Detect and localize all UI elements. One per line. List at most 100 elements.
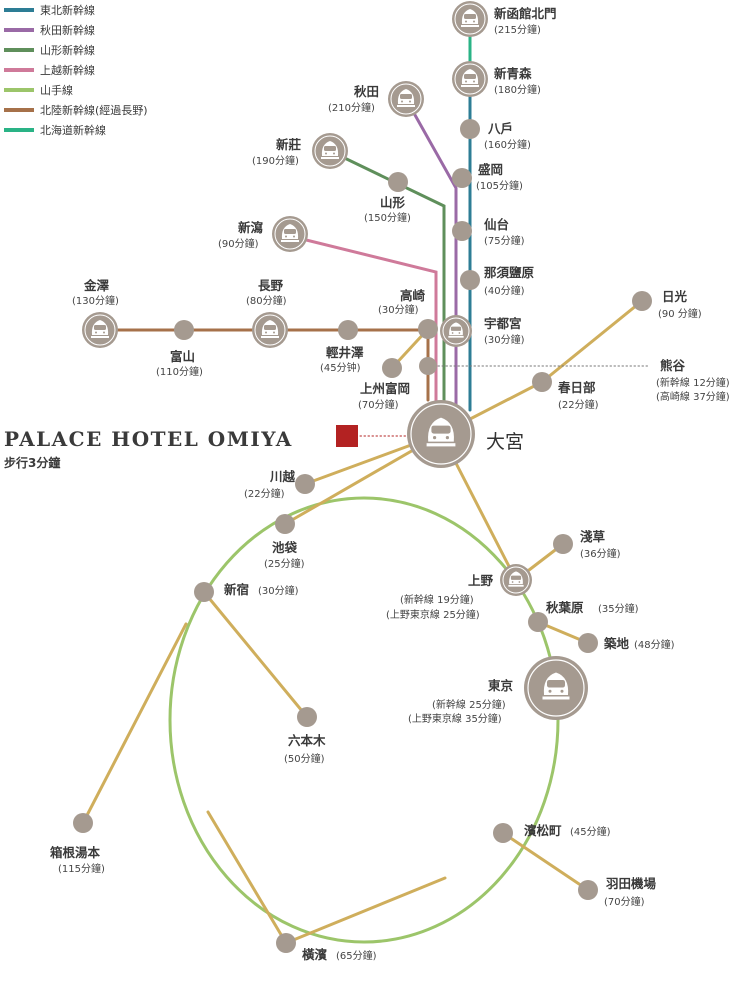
svg-text:(30分鐘): (30分鐘) <box>378 303 419 316</box>
svg-text:(90分鐘): (90分鐘) <box>218 237 259 250</box>
hub-name: 大宮 <box>486 431 524 453</box>
svg-text:(45分钟): (45分钟) <box>320 361 361 374</box>
svg-text:山形: 山形 <box>380 195 406 210</box>
legend-item-yamanote: 山手線 <box>4 83 73 97</box>
svg-text:熊谷: 熊谷 <box>660 358 686 373</box>
svg-text:(45分鐘): (45分鐘) <box>570 825 611 838</box>
svg-text:新函館北門: 新函館北門 <box>494 6 557 21</box>
svg-text:(新幹線 25分鐘): (新幹線 25分鐘) <box>432 698 506 711</box>
svg-text:(105分鐘): (105分鐘) <box>476 179 523 192</box>
station-roppongi[interactable]: 六本木 (50分鐘) <box>284 707 326 765</box>
svg-text:(50分鐘): (50分鐘) <box>284 752 325 765</box>
svg-text:(110分鐘): (110分鐘) <box>156 365 203 378</box>
svg-text:新青森: 新青森 <box>494 66 532 81</box>
legend-item-tohoku: 東北新幹線 <box>4 3 95 17</box>
svg-text:輕井澤: 輕井澤 <box>326 345 364 360</box>
svg-text:(215分鐘): (215分鐘) <box>494 23 541 36</box>
svg-text:(25分鐘): (25分鐘) <box>264 557 305 570</box>
legend-item-hokuriku: 北陸新幹線(經過長野) <box>4 103 148 117</box>
svg-text:(35分鐘): (35分鐘) <box>598 602 639 615</box>
svg-text:春日部: 春日部 <box>557 380 596 395</box>
svg-text:山手線: 山手線 <box>40 83 73 97</box>
station-yamagata[interactable]: 山形 (150分鐘) <box>364 172 411 224</box>
station-hakone[interactable]: 箱根湯本 (115分鐘) <box>50 813 105 875</box>
station-sendai[interactable]: 仙台 (75分鐘) <box>452 217 525 247</box>
svg-text:上州富岡: 上州富岡 <box>360 381 410 396</box>
svg-text:(30分鐘): (30分鐘) <box>484 333 525 346</box>
svg-text:(160分鐘): (160分鐘) <box>484 138 531 151</box>
legend-item-joetsu: 上越新幹線 <box>4 63 95 77</box>
svg-text:橫濱: 橫濱 <box>302 947 328 962</box>
svg-text:(48分鐘): (48分鐘) <box>634 638 675 651</box>
svg-text:(150分鐘): (150分鐘) <box>364 211 411 224</box>
station-takasaki[interactable]: 高崎 (30分鐘) <box>378 288 438 339</box>
station-morioka[interactable]: 盛岡 (105分鐘) <box>452 162 523 192</box>
station-shinhakodate[interactable]: 新函館北門 (215分鐘) <box>452 1 557 37</box>
yamanote-line <box>168 496 560 944</box>
station-yokohama[interactable]: 橫濱 (65分鐘) <box>276 933 377 962</box>
station-kawagoe[interactable]: 川越 (22分鐘) <box>244 469 315 500</box>
svg-text:川越: 川越 <box>269 469 296 484</box>
station-akita[interactable]: 秋田 (210分鐘) <box>328 81 424 117</box>
station-tomioka[interactable]: 上州富岡 (70分鐘) <box>358 358 410 411</box>
svg-text:(90 分鐘): (90 分鐘) <box>658 307 702 320</box>
svg-text:山形新幹線: 山形新幹線 <box>40 43 95 57</box>
svg-text:濱松町: 濱松町 <box>524 823 562 838</box>
svg-text:八戶: 八戶 <box>487 121 513 136</box>
station-niigata[interactable]: 新瀉 (90分鐘) <box>218 216 308 252</box>
svg-text:那須鹽原: 那須鹽原 <box>484 265 535 280</box>
connector-lines <box>81 299 644 945</box>
station-nasushiobara[interactable]: 那須鹽原 (40分鐘) <box>460 265 535 297</box>
station-tokyo[interactable]: 東京 (新幹線 25分鐘) (上野東京線 35分鐘) <box>408 656 588 725</box>
station-ueno[interactable]: 上野 (新幹線 19分鐘) (上野東京線 25分鐘) <box>386 564 532 621</box>
svg-text:(22分鐘): (22分鐘) <box>558 398 599 411</box>
svg-text:(75分鐘): (75分鐘) <box>484 234 525 247</box>
svg-text:秋田: 秋田 <box>354 84 379 99</box>
station-tsukiji[interactable]: 築地 (48分鐘) <box>578 633 675 653</box>
svg-text:(40分鐘): (40分鐘) <box>484 284 525 297</box>
station-shinaomori[interactable]: 新青森 (180分鐘) <box>452 61 541 97</box>
svg-text:新莊: 新莊 <box>276 137 302 152</box>
svg-text:(70分鐘): (70分鐘) <box>358 398 399 411</box>
svg-text:(新幹線 12分鐘): (新幹線 12分鐘) <box>656 376 730 389</box>
station-utsunomiya[interactable]: 宇都宮 (30分鐘) <box>440 315 525 347</box>
svg-text:上野: 上野 <box>468 573 494 588</box>
station-akihabara[interactable]: 秋葉原 (35分鐘) <box>528 600 639 632</box>
svg-text:新瀉: 新瀉 <box>238 220 264 235</box>
station-nagano[interactable]: 長野 (80分鐘) <box>246 278 288 348</box>
svg-text:(115分鐘): (115分鐘) <box>58 862 105 875</box>
station-hachinohe[interactable]: 八戶 (160分鐘) <box>460 119 531 151</box>
station-karuizawa[interactable]: 輕井澤 (45分钟) <box>320 320 364 374</box>
svg-text:上越新幹線: 上越新幹線 <box>40 63 95 77</box>
svg-text:(上野東京線 35分鐘): (上野東京線 35分鐘) <box>408 712 502 725</box>
station-shinjo[interactable]: 新莊 (190分鐘) <box>252 133 348 169</box>
hotel-marker[interactable] <box>336 425 358 447</box>
station-nikko[interactable]: 日光 (90 分鐘) <box>632 289 702 320</box>
station-kasukabe[interactable]: 春日部 (22分鐘) <box>532 372 599 411</box>
hotel-name: PALACE HOTEL OMIYA <box>4 427 293 451</box>
legend: 東北新幹線 秋田新幹線 山形新幹線 上越新幹線 山手線 北陸新幹線(經過長野) … <box>4 3 148 137</box>
station-hamamatsucho[interactable]: 濱松町 (45分鐘) <box>493 823 611 843</box>
station-kumagaya[interactable]: 熊谷 (新幹線 12分鐘) (高崎線 37分鐘) <box>419 357 730 403</box>
yamagata-line <box>328 149 446 412</box>
station-asakusa[interactable]: 淺草 (36分鐘) <box>553 529 621 560</box>
svg-text:築地: 築地 <box>603 636 630 651</box>
svg-text:(高崎線 37分鐘): (高崎線 37分鐘) <box>656 390 730 403</box>
hub-omiya[interactable]: 大宮 <box>407 400 524 468</box>
svg-text:(新幹線 19分鐘): (新幹線 19分鐘) <box>400 593 474 606</box>
svg-text:(70分鐘): (70分鐘) <box>604 895 645 908</box>
station-haneda[interactable]: 羽田機場 (70分鐘) <box>578 876 657 908</box>
svg-text:東京: 東京 <box>488 678 514 693</box>
svg-text:高崎: 高崎 <box>400 288 426 303</box>
svg-text:北陸新幹線(經過長野): 北陸新幹線(經過長野) <box>40 103 148 117</box>
station-toyama[interactable]: 富山 (110分鐘) <box>156 320 203 378</box>
svg-text:池袋: 池袋 <box>272 540 298 555</box>
station-kanazawa[interactable]: 金澤 (130分鐘) <box>72 278 119 348</box>
svg-text:羽田機場: 羽田機場 <box>606 876 657 891</box>
svg-text:(210分鐘): (210分鐘) <box>328 101 375 114</box>
svg-text:仙台: 仙台 <box>484 217 509 232</box>
svg-text:六本木: 六本木 <box>288 733 326 748</box>
station-ikebukuro[interactable]: 池袋 (25分鐘) <box>264 514 305 570</box>
station-shinjuku[interactable]: 新宿 (30分鐘) <box>194 582 299 602</box>
svg-text:金澤: 金澤 <box>83 278 110 293</box>
